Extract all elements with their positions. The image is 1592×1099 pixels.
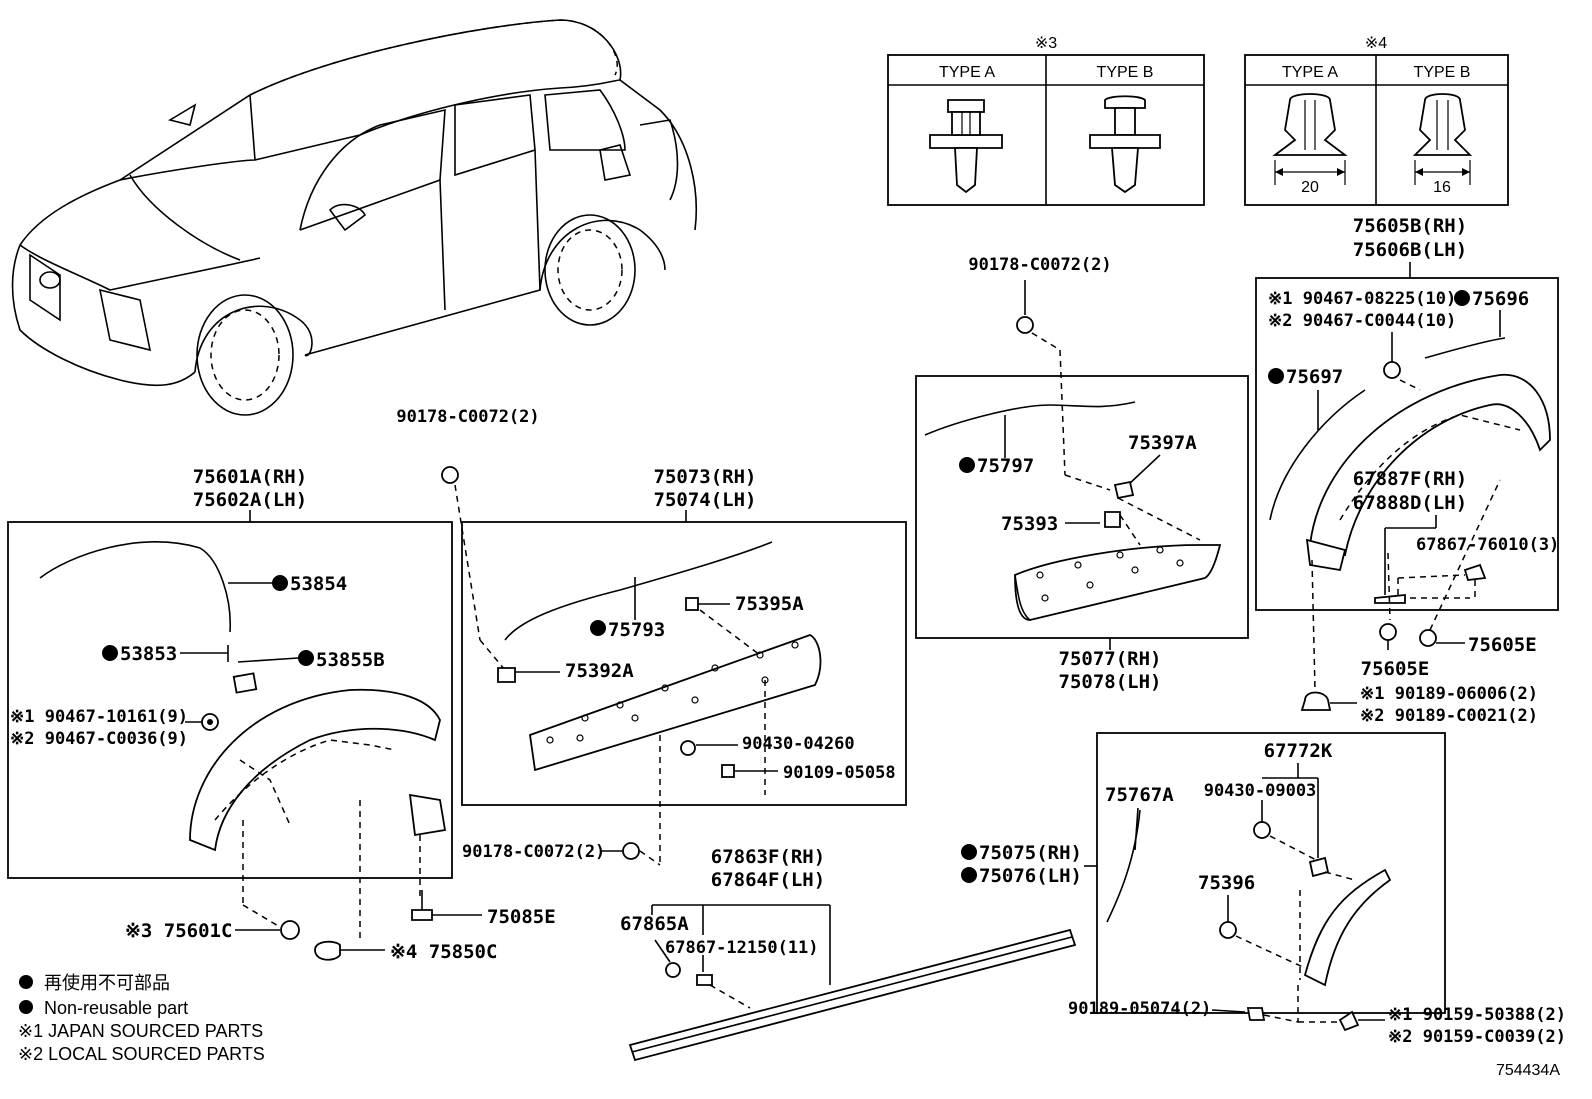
label-67865a: 67865A — [620, 913, 689, 935]
label-67867-76010: 67867-76010(3) — [1416, 535, 1559, 555]
label-nut-90189-c0021: ※2 90189-C0021(2) — [1360, 706, 1538, 726]
label-75767a: 75767A — [1105, 784, 1174, 806]
clip-table-4: ※4 TYPE A TYPE B 20 16 — [1244, 35, 1509, 206]
front-fender-arch-group: 75601A(RH) 75602A(LH) 53854 53853 53855B… — [7, 466, 556, 963]
label-clip-90467-10161: ※1 90467-10161(9) — [10, 707, 188, 727]
legend-non-reusable: Non-reusable part — [44, 998, 188, 1018]
label-75850c: ※4 75850C — [390, 941, 497, 963]
label-75075: 75075(RH) — [979, 842, 1082, 864]
label-75395a: 75395A — [735, 593, 804, 615]
label-75605e-a: 75605E — [1361, 658, 1430, 680]
label-75793: 75793 — [608, 619, 665, 641]
vehicle-illustration — [11, 19, 698, 416]
label-75697: 75697 — [1286, 366, 1343, 388]
clip-type-a-icon: 20 — [1272, 93, 1348, 196]
label-clip-90467-c0036: ※2 90467-C0036(9) — [10, 729, 188, 749]
label-90430-09003: 90430-09003 — [1204, 781, 1317, 801]
label-75797: 75797 — [977, 455, 1034, 477]
label-clip-90467-c0044: ※2 90467-C0044(10) — [1268, 311, 1456, 331]
label-75074: 75074(LH) — [654, 489, 757, 511]
label-75601c: ※3 75601C — [125, 920, 232, 942]
label-67863f: 67863F(RH) — [711, 846, 825, 868]
push-rivet-type-b-icon — [1089, 95, 1161, 194]
label-75078: 75078(LH) — [1059, 671, 1162, 693]
label-75085e: 75085E — [487, 906, 556, 928]
legend-japan-sourced: ※1 JAPAN SOURCED PARTS — [18, 1021, 263, 1041]
label-top-clip-90178-b: 90178-C0072(2) — [968, 255, 1111, 275]
table3-type-a: TYPE A — [939, 64, 995, 81]
table3-mark: ※3 — [1035, 35, 1057, 52]
label-75393: 75393 — [1001, 513, 1058, 535]
label-75396: 75396 — [1198, 872, 1255, 894]
label-clip-90467-08225: ※1 90467-08225(10) — [1268, 289, 1456, 309]
label-75605b: 75605B(RH) — [1353, 215, 1467, 237]
push-rivet-type-a-icon — [929, 99, 1003, 194]
label-53855b: 53855B — [316, 649, 385, 671]
label-90189-05074: 90189-05074(2) — [1068, 999, 1211, 1019]
front-door-moulding-group: 90178-C0072(2) 75073(RH) 75074(LH) 75793… — [396, 407, 907, 866]
label-75602a: 75602A(LH) — [193, 489, 307, 511]
label-75605e-b: 75605E — [1468, 634, 1537, 656]
label-67867-12150: 67867-12150(11) — [665, 938, 819, 958]
label-67772k: 67772K — [1264, 740, 1333, 762]
label-75606b: 75606B(LH) — [1353, 239, 1467, 261]
label-bottom-clip-90178: 90178-C0072(2) — [462, 842, 605, 862]
label-75076: 75076(LH) — [979, 865, 1082, 887]
legend: 再使用不可部品 Non-reusable part ※1 JAPAN SOURC… — [18, 973, 265, 1064]
table3-type-b: TYPE B — [1097, 64, 1154, 81]
label-53853: 53853 — [120, 643, 177, 665]
label-90159-c0039: ※2 90159-C0039(2) — [1388, 1027, 1566, 1047]
label-53854: 53854 — [290, 573, 347, 595]
label-75077: 75077(RH) — [1059, 648, 1162, 670]
legend-local-sourced: ※2 LOCAL SOURCED PARTS — [18, 1044, 265, 1064]
rear-wheel-arch-group: 75605B(RH) 75606B(LH) ※1 90467-08225(10)… — [1255, 215, 1559, 726]
label-67864f: 67864F(LH) — [711, 869, 825, 891]
quarter-moulding-group: 67772K 90430-09003 75767A 75075(RH) 7507… — [961, 732, 1566, 1047]
label-75696: 75696 — [1472, 288, 1529, 310]
label-90430-04260: 90430-04260 — [742, 734, 855, 754]
label-90159-50388: ※1 90159-50388(2) — [1388, 1005, 1566, 1025]
table4-type-a: TYPE A — [1282, 64, 1338, 81]
label-75392a: 75392A — [565, 660, 634, 682]
label-75397a: 75397A — [1128, 432, 1197, 454]
rear-door-moulding-group: 90178-C0072(2) 75797 75397A 75393 75077(… — [915, 255, 1249, 693]
label-67888d: 67888D(LH) — [1353, 492, 1467, 514]
label-75073: 75073(RH) — [654, 466, 757, 488]
label-67887f: 67887F(RH) — [1353, 468, 1467, 490]
label-90109-05058: 90109-05058 — [783, 763, 896, 783]
table4-type-b: TYPE B — [1414, 64, 1471, 81]
label-top-clip-90178: 90178-C0072(2) — [396, 407, 539, 427]
clip-table-3: ※3 TYPE A TYPE B — [887, 35, 1205, 206]
legend-jp: 再使用不可部品 — [44, 973, 170, 993]
clip-type-b-icon: 16 — [1412, 93, 1473, 196]
label-nut-90189-06006: ※1 90189-06006(2) — [1360, 684, 1538, 704]
table4-mark: ※4 — [1365, 35, 1387, 52]
table4-dim-a: 20 — [1301, 179, 1319, 196]
diagram-id: 754434A — [1496, 1062, 1560, 1079]
label-75601a: 75601A(RH) — [193, 466, 307, 488]
table4-dim-b: 16 — [1433, 179, 1451, 196]
rocker-moulding-group: 67863F(RH) 67864F(LH) 67865A 67867-12150… — [620, 846, 1077, 1062]
